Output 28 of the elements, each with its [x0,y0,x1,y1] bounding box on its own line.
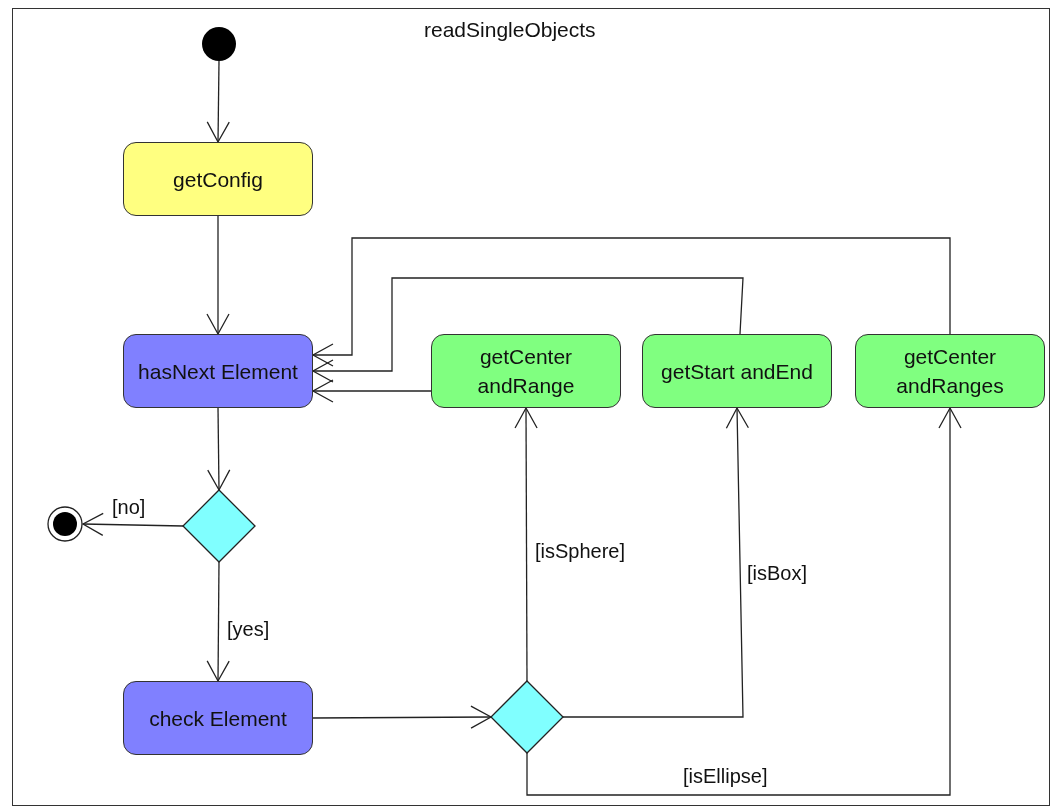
initial-node [202,27,236,61]
guard-label: [isSphere] [534,540,627,562]
final-node [47,506,83,542]
action-box: getStart andEnd [642,334,832,408]
control-flow-arrow [562,407,750,718]
control-flow-arrow [514,407,538,682]
control-flow-arrow [206,60,230,143]
action-box: hasNext Element [123,334,313,408]
control-flow-arrow [206,561,230,682]
control-flow-arrow [312,237,951,367]
control-flow-arrow [312,379,432,403]
action-box: getCenter andRange [431,334,621,408]
control-flow-arrow [206,215,230,335]
guard-label: [isBox] [746,562,809,584]
control-flow-arrow [312,277,744,383]
control-flow-arrow [82,512,184,537]
control-flow-arrow [312,705,492,729]
decision-diamond [183,490,255,562]
action-box: check Element [123,681,313,755]
diagram-title: readSingleObjects [424,18,596,42]
guard-label: [yes] [226,618,271,640]
guard-label: [isEllipse] [682,765,769,787]
control-flow-arrow [207,407,231,491]
guard-label: [no] [111,496,147,518]
action-box: getConfig [123,142,313,216]
action-box: getCenter andRanges [855,334,1045,408]
decision-diamond [491,681,563,753]
control-flow-arrow [526,407,962,796]
